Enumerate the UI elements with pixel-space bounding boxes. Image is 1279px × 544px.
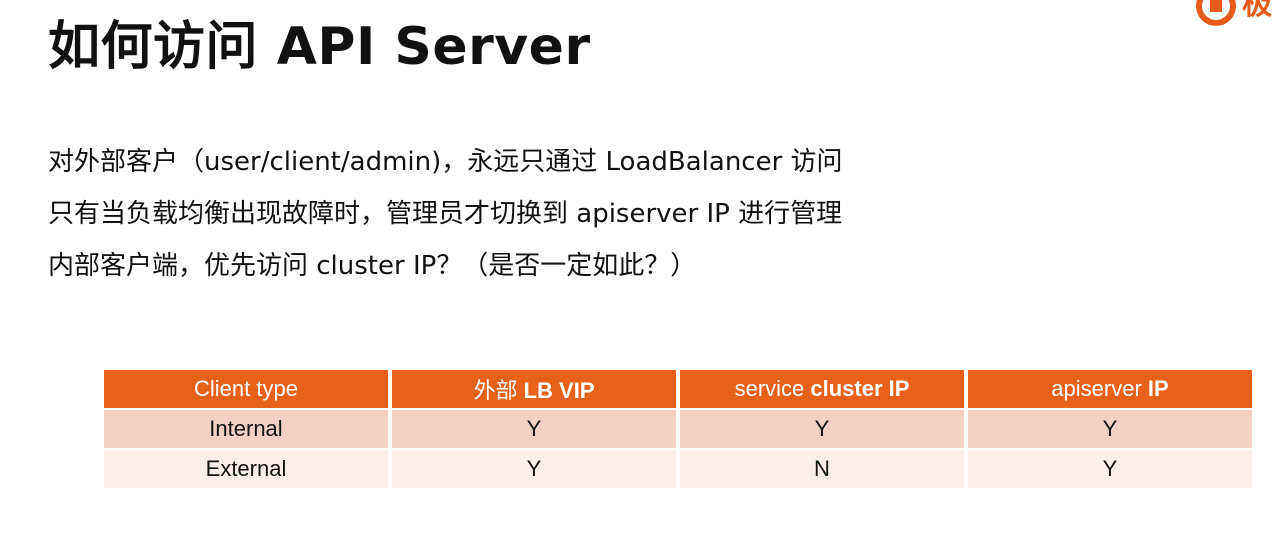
cell-client-type: External (104, 450, 392, 490)
slide-title: 如何访问 API Server (48, 17, 591, 77)
cell-cluster-ip: N (680, 450, 968, 490)
table-header-row: Client type 外部 LB VIP service cluster IP… (104, 370, 1252, 410)
text-line-1: 对外部客户（user/client/admin)，永远只通过 LoadBalan… (48, 147, 843, 177)
cell-apiserver-ip: Y (968, 410, 1252, 450)
table-row: Internal Y Y Y (104, 410, 1252, 450)
cell-apiserver-ip: Y (968, 450, 1252, 490)
header-client-type: Client type (104, 370, 392, 410)
brand-logo-text: 极 (1242, 0, 1272, 22)
brand-logo: 极 (1196, 0, 1279, 32)
cell-lb-vip: Y (392, 410, 680, 450)
header-cluster-ip: service cluster IP (680, 370, 968, 410)
header-apiserver-ip: apiserver IP (968, 370, 1252, 410)
text-line-3: 内部客户端，优先访问 cluster IP？（是否一定如此？） (48, 251, 697, 281)
text-line-2: 只有当负载均衡出现故障时，管理员才切换到 apiserver IP 进行管理 (48, 199, 843, 229)
brand-logo-icon (1196, 0, 1236, 26)
access-matrix-table: Client type 外部 LB VIP service cluster IP… (104, 370, 1252, 490)
cell-client-type: Internal (104, 410, 392, 450)
cell-lb-vip: Y (392, 450, 680, 490)
cell-cluster-ip: Y (680, 410, 968, 450)
header-lb-vip: 外部 LB VIP (392, 370, 680, 410)
table-row: External Y N Y (104, 450, 1252, 490)
bullet-lines: 对外部客户（user/client/admin)，永远只通过 LoadBalan… (48, 136, 843, 292)
